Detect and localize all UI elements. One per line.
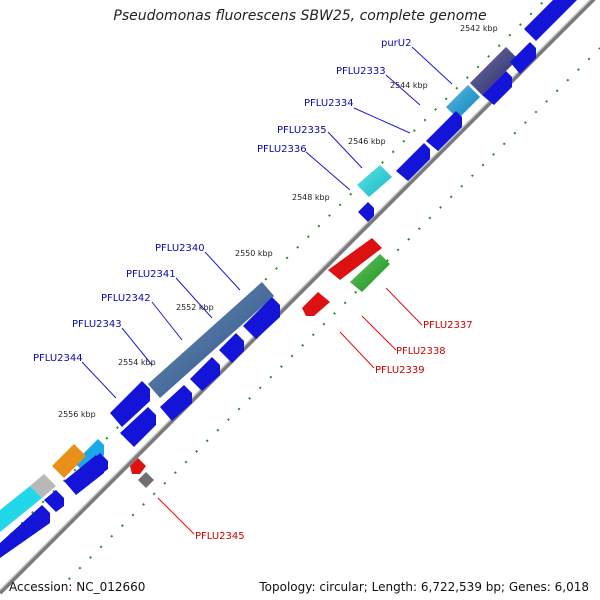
gene-label-pflu2341[interactable]: PFLU2341 xyxy=(126,269,176,280)
gene-arrow[interactable] xyxy=(0,505,50,558)
gene-arrow[interactable] xyxy=(524,0,594,41)
kbp-label-2556: 2556 kbp xyxy=(58,410,96,419)
gene-labels: purU2 PFLU2333 PFLU2334 PFLU2335 PFLU233… xyxy=(33,38,473,542)
gene-label-pflu2334[interactable]: PFLU2334 xyxy=(304,98,354,109)
kbp-label-2550: 2550 kbp xyxy=(235,249,273,258)
kbp-label-2544: 2544 kbp xyxy=(390,81,428,90)
outer-dotted-ruler xyxy=(0,0,547,546)
gene-arrow[interactable] xyxy=(52,444,86,478)
gene-label-pflu2344[interactable]: PFLU2344 xyxy=(33,353,83,364)
gene-arrow[interactable] xyxy=(30,474,56,498)
kbp-label-2554: 2554 kbp xyxy=(118,358,156,367)
gene-label-pflu2338[interactable]: PFLU2338 xyxy=(396,346,446,357)
gene-arrow-purU2-shade xyxy=(470,47,518,95)
gene-arrow[interactable] xyxy=(138,472,154,488)
gene-arrow[interactable] xyxy=(190,357,220,391)
gene-label-pflu2343[interactable]: PFLU2343 xyxy=(72,319,122,330)
gene-label-pflu2337[interactable]: PFLU2337 xyxy=(423,320,473,331)
gene-label-pflu2339[interactable]: PFLU2339 xyxy=(375,365,425,376)
inner-dotted-ruler xyxy=(57,47,600,591)
gene-arrow-pflu2339[interactable] xyxy=(302,292,330,316)
label-leaders xyxy=(81,46,453,535)
map-title: Pseudomonas fluorescens SBW25, complete … xyxy=(113,8,487,24)
gene-arrow[interactable] xyxy=(88,453,108,475)
gene-arrow[interactable] xyxy=(243,297,280,339)
gene-arrow[interactable] xyxy=(482,71,512,105)
gene-arrow[interactable] xyxy=(219,333,244,363)
kbp-label-2546: 2546 kbp xyxy=(348,137,386,146)
gene-arrow[interactable] xyxy=(358,202,374,222)
accession-text: Accession: NC_012660 xyxy=(9,580,146,594)
topology-summary: Topology: circular; Length: 6,722,539 bp… xyxy=(259,580,589,594)
gene-label-pflu2336[interactable]: PFLU2336 xyxy=(257,144,307,155)
gene-arrow[interactable] xyxy=(44,490,64,512)
gene-arrow[interactable] xyxy=(120,407,156,447)
gene-arrow-shade xyxy=(148,282,274,398)
gene-arrow-pflu2338[interactable] xyxy=(328,238,382,280)
gene-label-pflu2340[interactable]: PFLU2340 xyxy=(155,243,205,254)
gene-label-pflu2342[interactable]: PFLU2342 xyxy=(101,293,151,304)
forward-strand-features xyxy=(0,0,594,558)
kbp-label-2548: 2548 kbp xyxy=(292,193,330,202)
gene-arrow[interactable] xyxy=(160,385,192,421)
gene-arrow[interactable] xyxy=(510,42,536,74)
gene-label-pflu2345[interactable]: PFLU2345 xyxy=(195,531,245,542)
kbp-label-2542: 2542 kbp xyxy=(460,24,498,33)
reverse-strand-features xyxy=(130,238,390,488)
gene-arrow-pflu2337-shade xyxy=(350,254,390,292)
gene-arrow-pflu2345[interactable] xyxy=(130,458,146,474)
kbp-scale: 2542 kbp 2544 kbp 2546 kbp 2548 kbp 2550… xyxy=(58,24,498,419)
gene-label-pflu2335[interactable]: PFLU2335 xyxy=(277,125,327,136)
gene-arrow[interactable] xyxy=(396,143,430,181)
gene-arrow[interactable] xyxy=(426,111,462,151)
gene-arrow[interactable] xyxy=(74,439,104,473)
gene-label-pflu2333[interactable]: PFLU2333 xyxy=(336,66,386,77)
gene-arrow[interactable] xyxy=(0,486,42,532)
gene-arrow-pflu2336-shade xyxy=(357,165,392,197)
gene-arrow[interactable] xyxy=(110,381,150,427)
gene-label-purU2[interactable]: purU2 xyxy=(381,38,411,49)
gene-arrow-pflu2333-shade xyxy=(446,85,480,119)
kbp-label-2552: 2552 kbp xyxy=(176,303,214,312)
